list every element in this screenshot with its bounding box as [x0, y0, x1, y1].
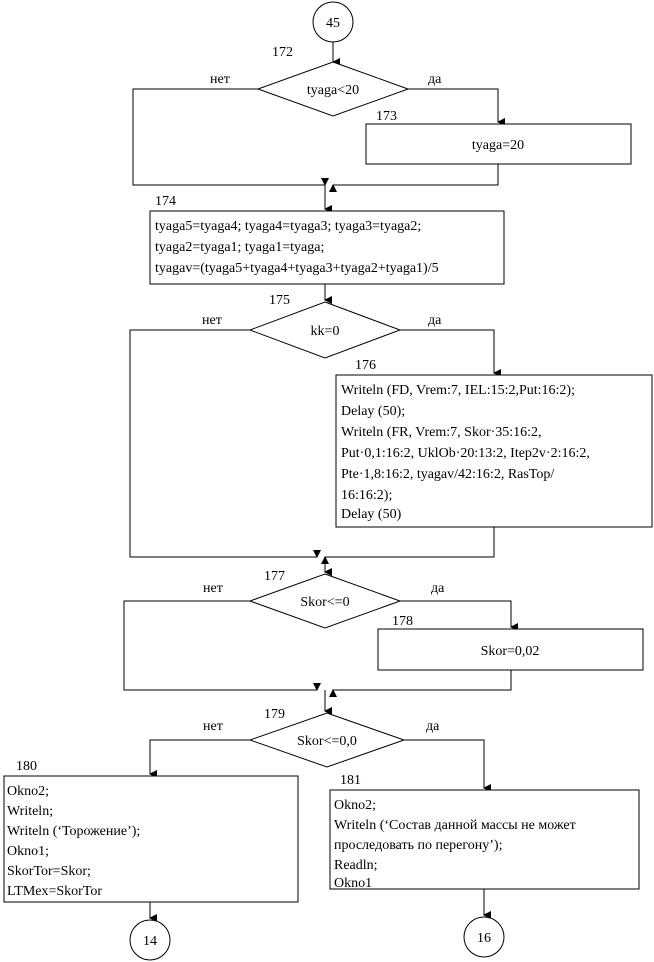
process-180-line: SkorTor=Skor;	[7, 864, 91, 879]
process-181-line: Okno2;	[334, 798, 376, 813]
process-176-line: Writeln (FR, Vrem:7, Skor·35:16:2,	[341, 425, 542, 440]
connector-14: 14	[129, 919, 171, 961]
branch-yes-177: да	[431, 581, 445, 596]
flow-line	[329, 670, 512, 697]
flow-line	[321, 527, 495, 564]
connector-16-label: 16	[477, 931, 491, 946]
block-number-174: 174	[155, 194, 176, 209]
connector-14-label: 14	[143, 934, 157, 949]
decision-175-condition: kk=0	[311, 324, 340, 339]
process-180-line: Writeln;	[7, 804, 53, 819]
process-173-text: tyaga=20	[472, 138, 524, 153]
branch-no-172: нет	[210, 72, 230, 87]
process-174-line: tyagav=(tyaga5+tyaga4+tyaga3+tyaga2+tyag…	[155, 261, 439, 276]
process-176-line: Put·0,1:16:2, UklOb·20:13:2, Itep2v·2:16…	[341, 446, 590, 461]
process-180-line: Writeln (‘Торожение’);	[7, 824, 140, 839]
branch-no-177: нет	[203, 581, 223, 596]
process-176-line: Writeln (FD, Vrem:7, IEL:15:2,Put:16:2);	[341, 383, 575, 398]
process-173: tyaga=20 173	[365, 109, 632, 165]
flow-line	[400, 600, 518, 631]
branch-no-175: нет	[202, 313, 222, 328]
process-178: Skor=0,02 178	[377, 614, 644, 671]
flow-line	[129, 329, 321, 558]
process-181: Okno2; Writeln (‘Состав данной массы не …	[329, 773, 640, 891]
block-number-178: 178	[392, 614, 413, 629]
decision-179: Skor<=0,0 179 нет да	[203, 707, 440, 768]
connector-45-label: 45	[326, 16, 340, 31]
process-176-line: Delay (50)	[341, 507, 402, 522]
process-176-line: Delay (50);	[341, 404, 405, 419]
process-174-line: tyaga2=tyaga1; tyaga1=tyaga;	[155, 240, 324, 255]
flow-line	[408, 88, 505, 126]
process-181-line: Okno1	[334, 876, 372, 891]
block-number-180: 180	[16, 759, 37, 774]
flow-line	[123, 600, 321, 691]
flow-line	[400, 329, 501, 377]
flow-line	[132, 88, 329, 186]
connector-45: 45	[312, 1, 354, 43]
block-number-177: 177	[264, 569, 285, 584]
block-number-179: 179	[264, 707, 285, 722]
process-181-line: Writeln (‘Состав данной массы не может	[334, 818, 576, 833]
decision-177: Skor<=0 177 нет да	[203, 569, 445, 629]
branch-yes-175: да	[428, 313, 442, 328]
flow-line	[404, 739, 491, 792]
decision-175: kk=0 175 нет да	[202, 293, 442, 359]
block-number-176: 176	[355, 358, 376, 373]
process-180-line: LTMex=SkorTor	[7, 884, 102, 899]
branch-yes-179: да	[426, 719, 440, 734]
decision-179-condition: Skor<=0,0	[297, 734, 357, 749]
process-174-line: tyaga5=tyaga4; tyaga4=tyaga3; tyaga3=tya…	[155, 219, 421, 234]
process-176-line: 16:16:2);	[341, 488, 392, 503]
process-174: tyaga5=tyaga4; tyaga4=tyaga3; tyaga3=tya…	[149, 194, 505, 285]
block-number-173: 173	[376, 109, 397, 124]
decision-172-condition: tyaga<20	[307, 83, 359, 98]
block-number-175: 175	[269, 293, 290, 308]
decision-172: tyaga<20 172 нет да	[210, 45, 442, 117]
block-number-172: 172	[272, 45, 293, 60]
process-181-line: проследовать по перегону’);	[334, 838, 503, 853]
process-180-line: Okno2;	[7, 784, 49, 799]
process-178-text: Skor=0,02	[481, 644, 540, 659]
process-176: Writeln (FD, Vrem:7, IEL:15:2,Put:16:2);…	[335, 358, 653, 528]
flow-line	[329, 164, 499, 192]
process-181-line: Readln;	[334, 858, 378, 873]
process-180-line: Okno1;	[7, 844, 49, 859]
decision-177-condition: Skor<=0	[300, 595, 349, 610]
flow-line	[149, 739, 250, 778]
process-176-line: Pte·1,8:16:2, tyagav/42:16:2, RasTop/	[341, 467, 554, 482]
connector-16: 16	[463, 916, 505, 958]
block-number-181: 181	[340, 773, 361, 788]
process-180: Okno2; Writeln; Writeln (‘Торожение’); O…	[3, 759, 299, 903]
branch-yes-172: да	[428, 72, 442, 87]
branch-no-179: нет	[203, 719, 223, 734]
